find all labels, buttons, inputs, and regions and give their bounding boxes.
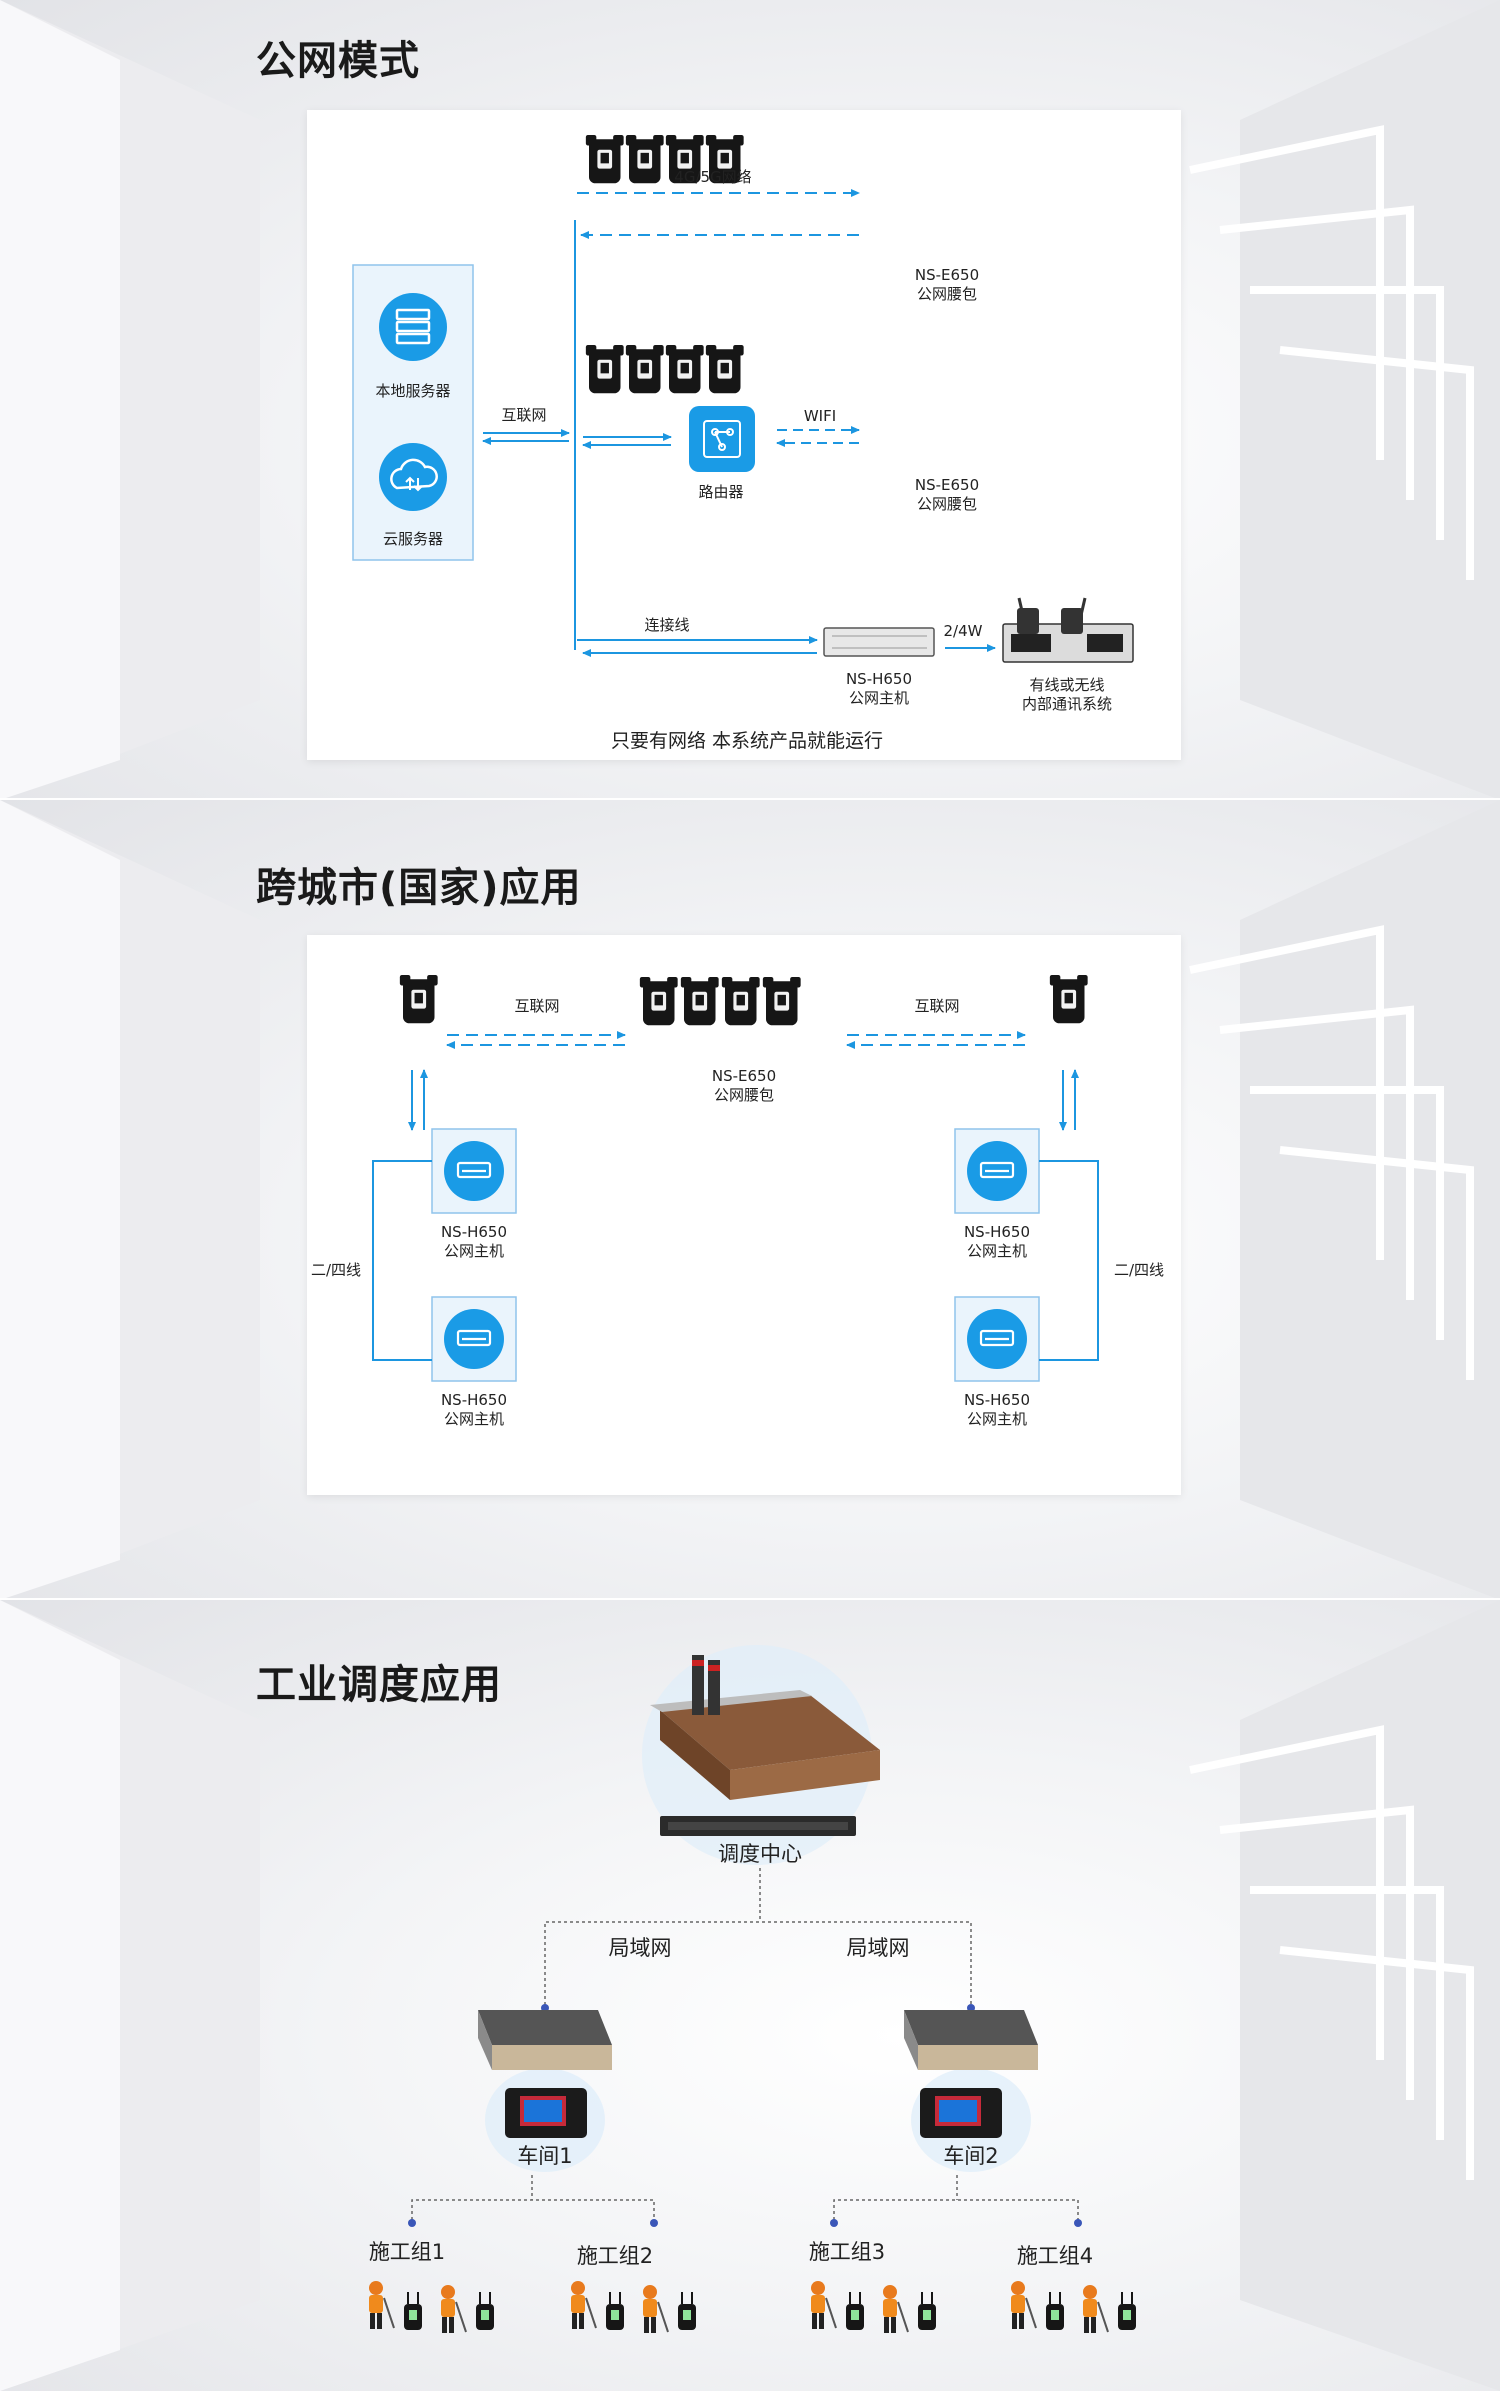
label-cloud-server: 云服务器	[382, 530, 443, 548]
radio-pack-icon	[1046, 2292, 1064, 2330]
tunnel-background	[0, 800, 1500, 1600]
radio-pack-icon	[680, 977, 719, 1026]
radio-pack-icon	[1118, 2292, 1136, 2330]
footer-note: 只要有网络 本系统产品就能运行	[610, 730, 884, 752]
radio-pack-icon	[399, 975, 438, 1024]
label-internet-right: 互联网	[914, 997, 960, 1015]
device-e650-top: NS-E650 公网腰包	[914, 266, 980, 303]
tunnel-background	[0, 1600, 1500, 2391]
radio-pack-icon	[625, 345, 664, 394]
section-cross-city: 跨城市(国家)应用	[0, 800, 1500, 1600]
device-e650-mid: NS-E650 公网腰包	[914, 476, 980, 513]
intercom-system: 有线或无线 内部通讯系统	[1021, 676, 1112, 713]
worker-icon	[883, 2285, 909, 2333]
network-diagram	[352, 135, 1134, 663]
section-title: 公网模式	[256, 38, 420, 84]
radio-pack-icon	[625, 135, 664, 184]
radio-pack-icon	[762, 977, 801, 1026]
device-h650: NS-H650 公网主机	[845, 670, 913, 707]
worker-icon	[643, 2285, 669, 2333]
label-2-4w: 2/4W	[943, 622, 983, 640]
tunnel-background	[0, 0, 1500, 800]
group-4: 施工组4	[1016, 2244, 1094, 2268]
group-1: 施工组1	[368, 2240, 446, 2264]
label-two-four-wire-right: 二/四线	[1113, 1261, 1165, 1279]
section-title: 跨城市(国家)应用	[256, 865, 582, 911]
radio-pack-icon	[705, 345, 744, 394]
worker-icon	[571, 2281, 597, 2329]
radio-pack-icon	[918, 2292, 936, 2330]
dispatch-center: 调度中心	[718, 1842, 802, 1866]
section-public-network: 公网模式	[0, 0, 1500, 800]
radio-pack-icon	[585, 345, 624, 394]
label-lan-left: 局域网	[608, 1936, 672, 1960]
radio-pack-icon	[705, 135, 744, 184]
worker-icon	[369, 2281, 395, 2329]
radio-pack-icon	[678, 2292, 696, 2330]
label-local-server: 本地服务器	[375, 382, 451, 400]
workshop-2: 车间2	[943, 2144, 999, 2168]
label-lan-right: 局域网	[846, 1936, 910, 1960]
center-device: NS-E650 公网腰包	[711, 1067, 777, 1104]
label-internet-left: 互联网	[514, 997, 560, 1015]
workshop-1: 车间1	[517, 2144, 573, 2168]
section-industrial: 工业调度应用	[0, 1600, 1500, 2391]
label-4g5g: 4G/5G网络	[674, 168, 752, 186]
cross-city-diagram	[372, 975, 1099, 1382]
worker-icon	[441, 2285, 467, 2333]
radio-pack-icon	[476, 2292, 494, 2330]
label-two-four-wire-left: 二/四线	[310, 1261, 362, 1279]
group-3: 施工组3	[808, 2240, 886, 2264]
industrial-diagram	[369, 1645, 1136, 2333]
radio-pack-icon	[665, 135, 704, 184]
radio-pack-icon	[846, 2292, 864, 2330]
worker-icon	[1011, 2281, 1037, 2329]
radio-pack-icon	[639, 977, 678, 1026]
section-title: 工业调度应用	[256, 1662, 502, 1708]
diagram-panel: 4G/5G网络 本地服务器 云服务器 互联网 路由器 WIFI 连接线 2/4W…	[307, 110, 1181, 760]
group-2: 施工组2	[576, 2244, 654, 2268]
radio-pack-icon	[721, 977, 760, 1026]
radio-pack-icon	[404, 2292, 422, 2330]
worker-icon	[1083, 2285, 1109, 2333]
label-internet: 互联网	[501, 406, 547, 424]
label-router: 路由器	[698, 483, 744, 501]
label-cable: 连接线	[644, 616, 690, 634]
label-wifi: WIFI	[803, 407, 837, 425]
radio-pack-icon	[665, 345, 704, 394]
radio-pack-icon	[606, 2292, 624, 2330]
worker-icon	[811, 2281, 837, 2329]
radio-pack-icon	[585, 135, 624, 184]
radio-pack-icon	[1049, 975, 1088, 1024]
